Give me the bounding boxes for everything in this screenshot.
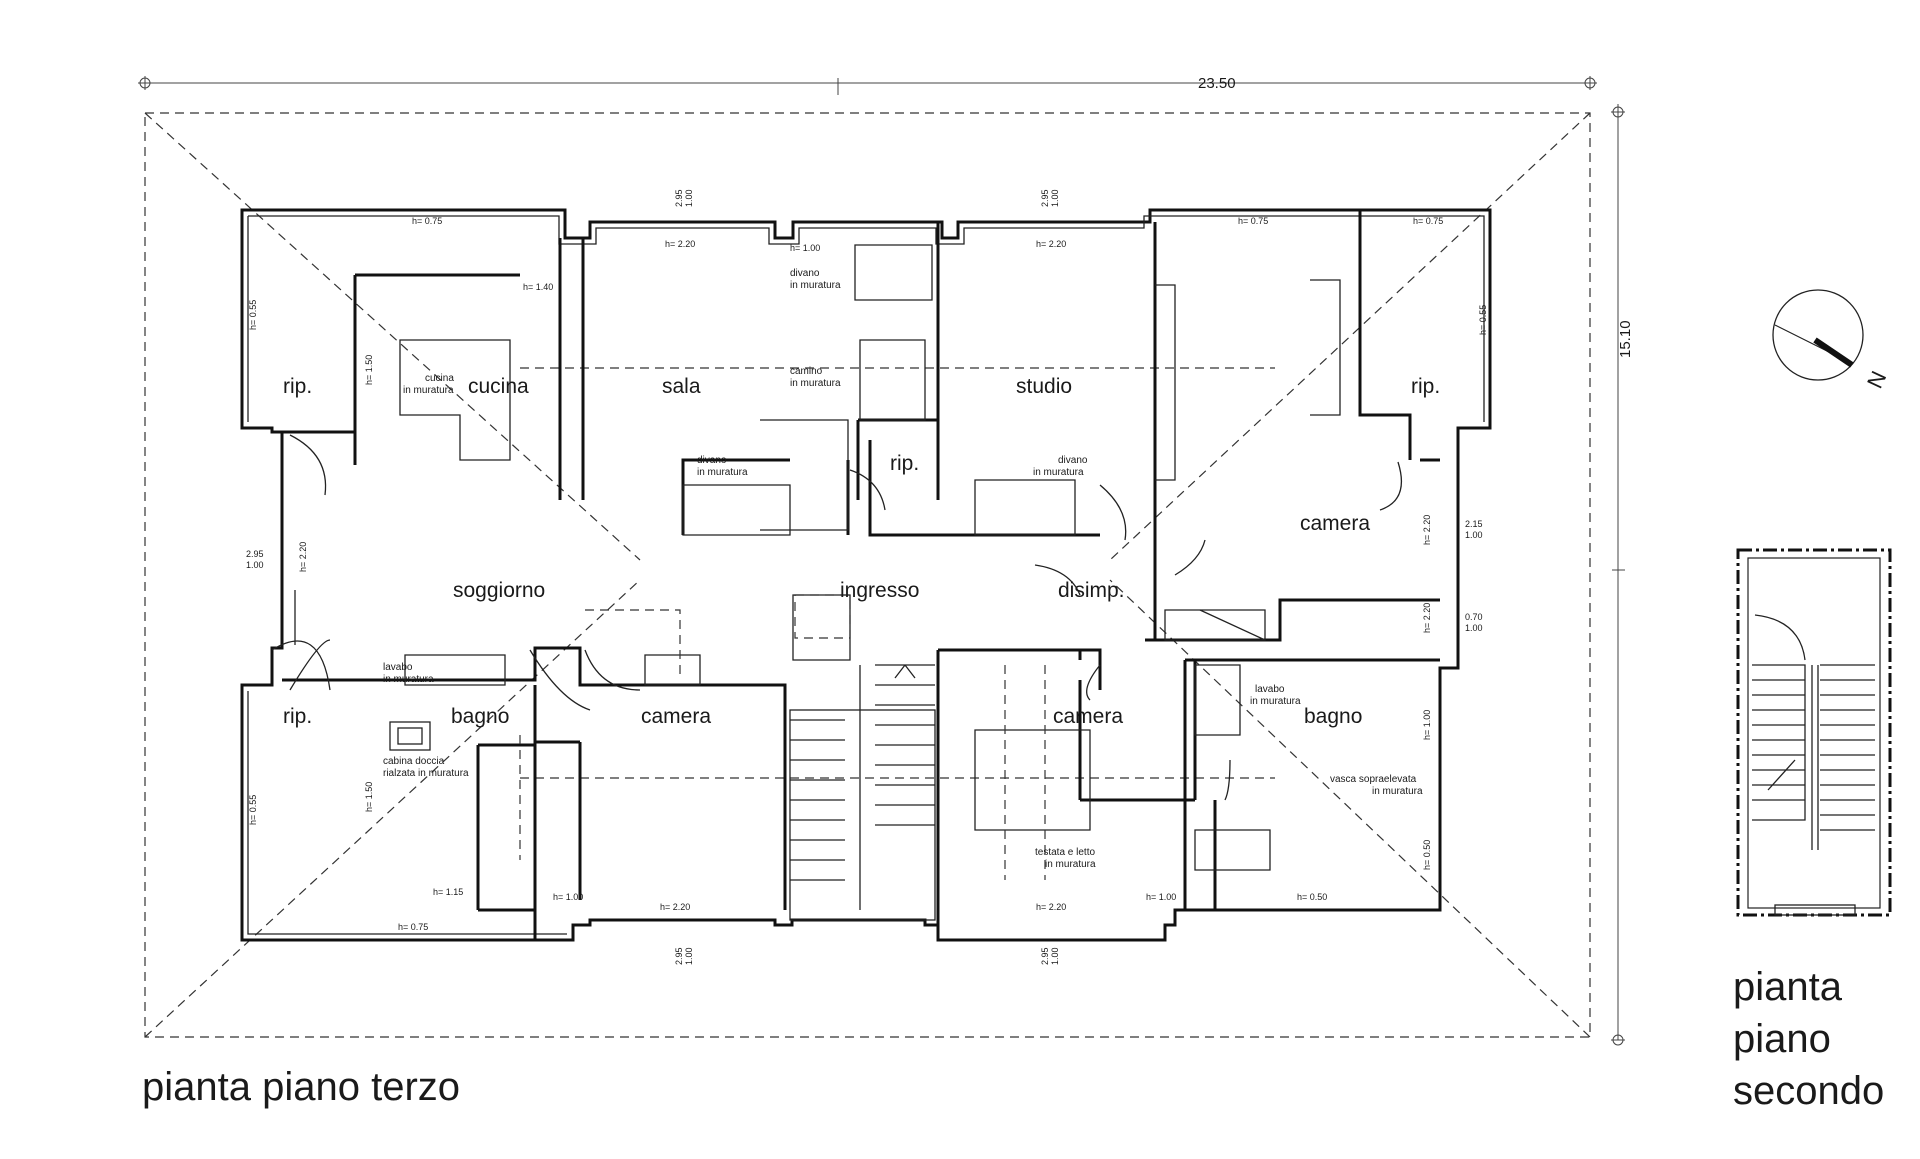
h-sala-top: h= 2.20 [665, 239, 695, 249]
room-ingresso: ingresso [840, 579, 919, 602]
note-divano-sala-low-1: divano [697, 455, 727, 466]
h-bagno-e-bottom: h= 0.50 [1297, 892, 1327, 902]
title-second-line3: secondo [1733, 1069, 1884, 1113]
w-sala-2: 1.00 [684, 189, 694, 207]
note-cucina-1: cucina [425, 373, 454, 384]
w-sala-1: 2.95 [674, 189, 684, 207]
room-rip-nw: rip. [283, 375, 312, 398]
h-camera-s-side: h= 1.00 [1146, 892, 1176, 902]
w-soggiorno-2: 1.00 [246, 560, 264, 570]
room-soggiorno: soggiorno [453, 579, 545, 602]
note-divano-studio-1: divano [1058, 455, 1088, 466]
h-camera-e-side: h= 2.20 [1422, 515, 1432, 545]
w-camera-e-1: 2.15 [1465, 519, 1483, 529]
room-cucina: cucina [468, 375, 529, 398]
overall-depth-label: 15.10 [1617, 320, 1634, 358]
h-rip-ne-top: h= 0.75 [1413, 216, 1443, 226]
w-camera-e-2: 1.00 [1465, 530, 1483, 540]
note-vasca-1: vasca sopraelevata [1330, 774, 1417, 785]
drawing-titles: pianta piano terzo pianta piano secondo [142, 965, 1884, 1113]
room-studio: studio [1016, 375, 1072, 398]
room-disimp: disimp. [1058, 579, 1125, 602]
note-divano-sala-low-2: in muratura [697, 467, 748, 478]
door-swings [289, 434, 1231, 801]
room-rip-ne: rip. [1411, 375, 1440, 398]
note-testata-1: testata e letto [1035, 847, 1095, 858]
w-camera-s-1: 2.95 [1040, 947, 1050, 965]
h-bagno-e-lower: h= 0.50 [1422, 840, 1432, 870]
note-cucina-2: in muratura [403, 385, 454, 396]
note-doccia-1: cabina doccia [383, 756, 445, 767]
note-vasca-2: in muratura [1372, 786, 1423, 797]
built-in-fixtures [271, 244, 1402, 880]
staircase [789, 664, 936, 921]
note-divano-sala-top-2: in muratura [790, 280, 841, 291]
w-studio-1: 2.95 [1040, 189, 1050, 207]
h-cucina-side: h= 1.50 [364, 355, 374, 385]
h-disimp-side: h= 2.20 [1422, 603, 1432, 633]
w-camera-sw-2: 1.00 [684, 947, 694, 965]
overall-width-label: 23.50 [1198, 75, 1236, 92]
room-bagno-west: bagno [451, 705, 509, 728]
note-testata-2: in muratura [1045, 859, 1096, 870]
title-main: pianta piano terzo [142, 1065, 460, 1109]
height-annotations: h= 0.75 h= 2.20 h= 1.00 h= 2.20 h= 0.75 … [246, 189, 1488, 965]
h-soggiorno-side: h= 2.20 [298, 542, 308, 572]
h-bagno-sw-side: h= 1.50 [364, 782, 374, 812]
room-labels: rip. cucina sala rip. studio rip. camera… [283, 375, 1440, 728]
exterior-walls [240, 208, 1492, 942]
compass-icon: N [1772, 289, 1891, 392]
second-floor-plan [1736, 548, 1892, 917]
w-disimp-1: 0.70 [1465, 612, 1483, 622]
h-camera-s-bottom: h= 2.20 [1036, 902, 1066, 912]
title-second-line1: pianta [1733, 965, 1843, 1009]
note-camino-1: camino [790, 366, 823, 377]
note-divano-studio-2: in muratura [1033, 467, 1084, 478]
room-bagno-east: bagno [1304, 705, 1362, 728]
h-camera-top: h= 0.75 [1238, 216, 1268, 226]
h-nw-top: h= 0.75 [412, 216, 442, 226]
h-rip-sw-side: h= 0.55 [248, 795, 258, 825]
w-camera-sw-1: 2.95 [674, 947, 684, 965]
note-lavabo-w-1: lavabo [383, 662, 413, 673]
room-camera-south: camera [1053, 705, 1123, 728]
title-second-line2: piano [1733, 1017, 1831, 1061]
w-soggiorno-1: 2.95 [246, 549, 264, 559]
h-bagno-door: h= 1.00 [553, 892, 583, 902]
h-rip-nw-side: h= 0.55 [248, 300, 258, 330]
room-camera-east: camera [1300, 512, 1370, 535]
h-camera-sw-bottom: h= 2.20 [660, 902, 690, 912]
h-bagno-e-side: h= 1.00 [1422, 710, 1432, 740]
room-sala: sala [662, 375, 701, 398]
w-studio-2: 1.00 [1050, 189, 1060, 207]
room-camera-sw: camera [641, 705, 711, 728]
note-lavabo-w-2: in muratura [383, 674, 434, 685]
overall-width-dimension: 23.50 [138, 75, 1597, 95]
h-sw-bottom: h= 0.75 [398, 922, 428, 932]
room-rip-center: rip. [890, 452, 919, 475]
h-sala-mid: h= 1.00 [790, 243, 820, 253]
note-camino-2: in muratura [790, 378, 841, 389]
room-rip-sw: rip. [283, 705, 312, 728]
overall-depth-dimension: 15.10 [1611, 104, 1634, 1046]
h-cucina: h= 1.40 [523, 282, 553, 292]
fixture-notes: cucina in muratura divano in muratura ca… [383, 268, 1423, 870]
note-divano-sala-top-1: divano [790, 268, 820, 279]
w-disimp-2: 1.00 [1465, 623, 1483, 633]
roof-outline [144, 112, 1591, 1038]
compass-north-label: N [1862, 367, 1891, 392]
h-studio-top: h= 2.20 [1036, 239, 1066, 249]
w-camera-s-2: 1.00 [1050, 947, 1060, 965]
h-bagno-sw: h= 1.15 [433, 887, 463, 897]
h-rip-ne-side: h= 0.55 [1478, 305, 1488, 335]
note-lavabo-e-2: in muratura [1250, 696, 1301, 707]
note-lavabo-e-1: lavabo [1255, 684, 1285, 695]
note-doccia-2: rialzata in muratura [383, 768, 469, 779]
